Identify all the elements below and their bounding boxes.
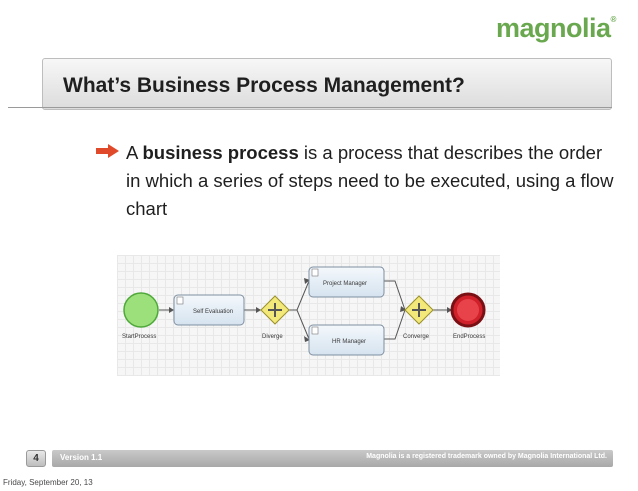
trademark-notice: Magnolia is a registered trademark owned…: [366, 453, 607, 460]
end-event: [450, 292, 486, 328]
diverge-gateway: [260, 295, 290, 325]
start-label: StartProcess: [122, 334, 156, 340]
slide-title: What’s Business Process Management?: [63, 74, 465, 97]
hr-manager-task: HR Manager: [308, 324, 385, 356]
end-label: EndProcess: [453, 334, 485, 340]
project-manager-task: Project Manager: [308, 266, 385, 298]
bullet-lead: A: [126, 142, 143, 163]
bullet-text: A business process is a process that des…: [126, 139, 616, 223]
magnolia-logo: magnolia®: [496, 13, 616, 44]
self-evaluation-task: Self Evaluation: [173, 294, 245, 326]
bullet-rest: is a process that describes the order in…: [126, 142, 614, 219]
date-stamp: Friday, September 20, 13: [3, 478, 93, 487]
converge-gateway: [404, 295, 434, 325]
arrow-right-icon: [96, 144, 119, 158]
project-manager-label: Project Manager: [323, 281, 367, 287]
diverge-label: Diverge: [262, 334, 283, 340]
user-task-icon: [311, 268, 319, 277]
converge-label: Converge: [403, 334, 430, 340]
registered-mark: ®: [610, 15, 617, 24]
title-bar: What’s Business Process Management?: [42, 58, 612, 110]
process-flow-diagram: StartProcess Self Evaluation Diverge Pro…: [117, 255, 500, 376]
version-label: Version 1.1: [60, 453, 103, 462]
user-task-icon: [176, 296, 184, 305]
flow-chart-svg: StartProcess Self Evaluation Diverge Pro…: [122, 266, 486, 356]
bullet-bold-term: business process: [142, 142, 299, 163]
start-event: [123, 292, 159, 328]
logo-text: magnolia: [496, 13, 611, 43]
user-task-icon: [311, 326, 319, 335]
page-number-badge: 4: [26, 450, 46, 467]
title-divider: [8, 107, 612, 108]
self-evaluation-label: Self Evaluation: [193, 309, 233, 315]
footer-bar: Version 1.1 Magnolia is a registered tra…: [52, 450, 613, 467]
hr-manager-label: HR Manager: [332, 339, 366, 345]
